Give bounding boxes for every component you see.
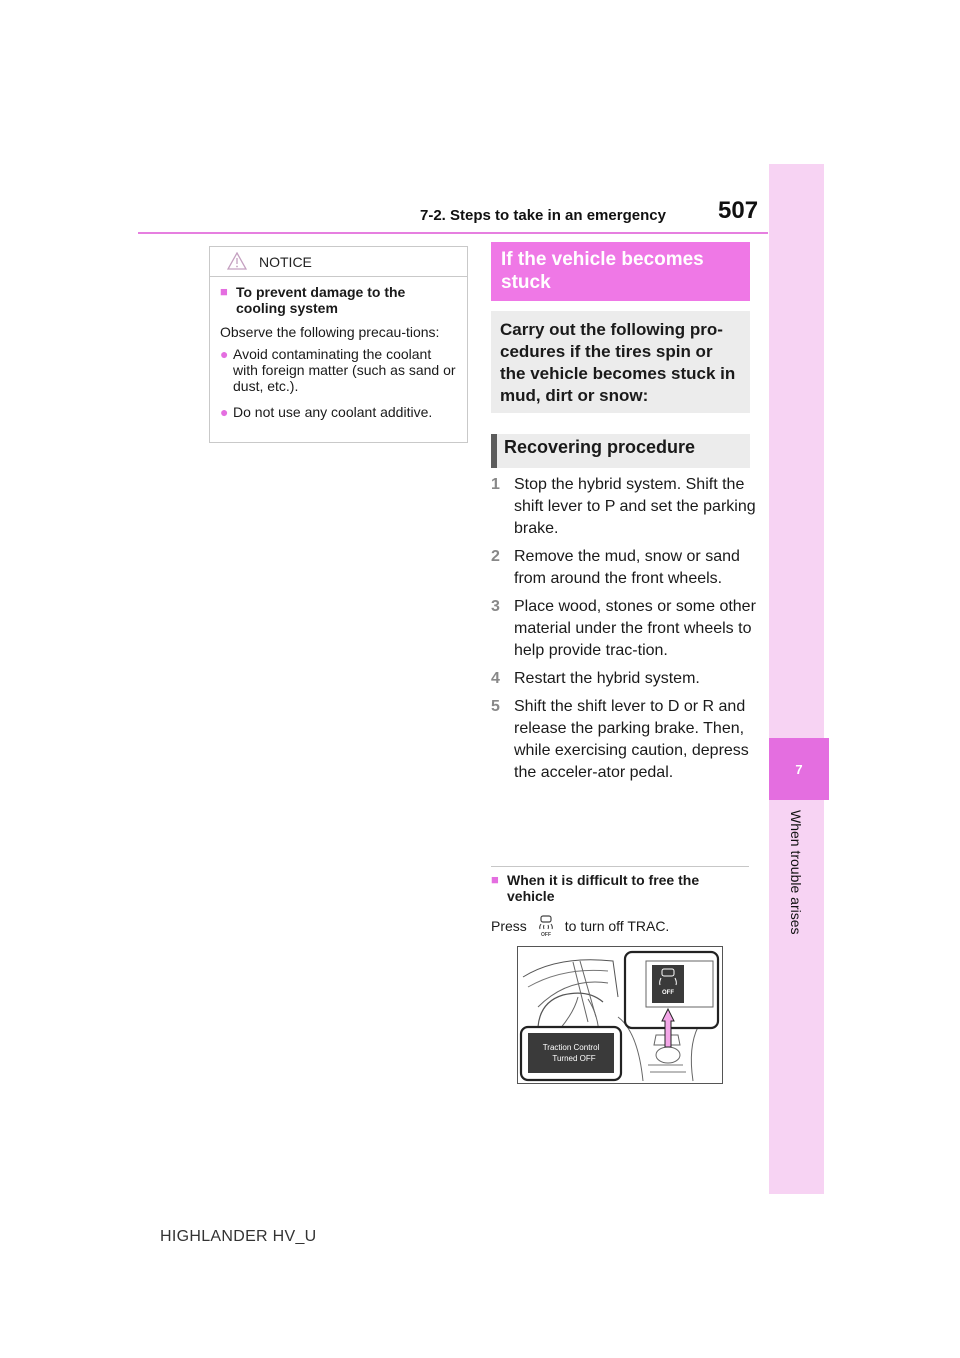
notice-header: NOTICE [210, 247, 467, 277]
step-list: 1 Stop the hybrid system. Shift the shif… [491, 474, 756, 790]
display-text-line1: Traction Control [543, 1043, 600, 1052]
notice-bullet: ● Do not use any coolant additive. [220, 404, 433, 420]
chapter-label: When trouble arises [788, 810, 804, 935]
notice-bullet: ● Avoid contaminating the coolant with f… [220, 346, 456, 394]
step-item: 1 Stop the hybrid system. Shift the shif… [491, 476, 756, 537]
step-item: 2 Remove the mud, snow or sand from arou… [491, 548, 740, 587]
warning-triangle-icon [227, 252, 247, 270]
side-tab-strip [769, 164, 824, 1194]
header-divider [138, 232, 768, 234]
notice-subheading: ■ To prevent damage to the cooling syste… [220, 284, 406, 316]
section-heading: Recovering procedure [491, 434, 750, 468]
subheading-free-vehicle: ■ When it is difficult to free the vehic… [491, 872, 700, 904]
trac-off-button-icon: OFF [659, 968, 677, 996]
step-item: 3 Place wood, stones or some other mater… [491, 598, 756, 659]
display-text-line2: Turned OFF [552, 1054, 595, 1063]
section-title: 7-2. Steps to take in an emergency [420, 207, 666, 224]
notice-paragraph: Observe the following precau-tions: [220, 324, 440, 340]
topic-banner: If the vehicle becomes stuck [491, 242, 750, 301]
subsection-divider [491, 866, 749, 867]
svg-text:OFF: OFF [541, 932, 551, 937]
press-instruction: Press OFF to turn off TRAC. [491, 915, 669, 937]
model-footer: HIGHLANDER HV_U [160, 1228, 317, 1245]
notice-box: NOTICE ■ To prevent damage to the coolin… [209, 246, 468, 443]
trac-off-icon: OFF [538, 915, 553, 937]
square-bullet-icon: ■ [220, 284, 228, 299]
dashboard-illustration: OFF Traction Control Turned OFF [517, 946, 723, 1084]
page-number: 507 [718, 197, 759, 224]
square-bullet-icon: ■ [491, 872, 499, 887]
intro-box: Carry out the following pro-cedures if t… [491, 311, 750, 413]
round-bullet-icon: ● [220, 346, 229, 362]
round-bullet-icon: ● [220, 404, 229, 420]
step-item: 4 Restart the hybrid system. [491, 670, 700, 687]
svg-text:OFF: OFF [662, 990, 674, 996]
notice-title: NOTICE [259, 254, 312, 270]
dashboard-drawing: OFF Traction Control Turned OFF [519, 950, 720, 1082]
step-item: 5 Shift the shift lever to D or R and re… [491, 698, 749, 781]
chapter-tab[interactable]: 7 [769, 738, 829, 800]
